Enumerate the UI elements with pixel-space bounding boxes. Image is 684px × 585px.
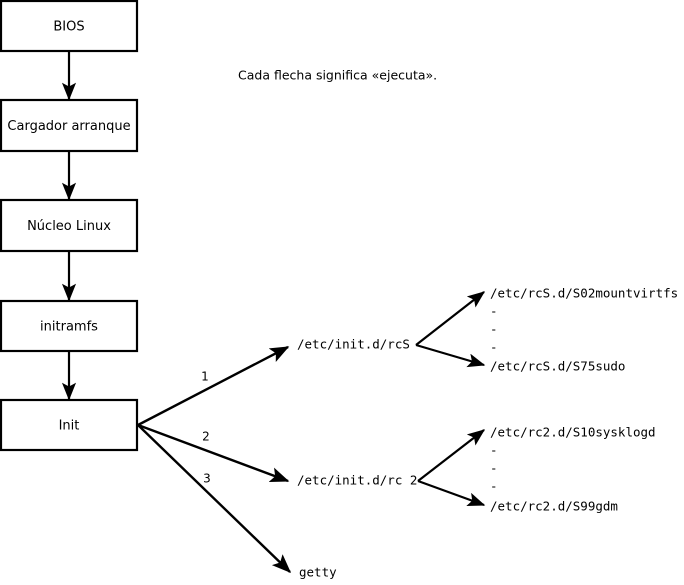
box-outline-kernel [0, 198, 139, 253]
script-entry-ellipsis-rcS-group-2: - [490, 340, 498, 355]
script-entry-ellipsis-rc2-group-1: - [490, 461, 498, 476]
process-box-initramfs[interactable]: initramfs [0, 299, 139, 353]
script-entry-first-rcS-group: /etc/rcS.d/S02mountvirtfs [490, 286, 678, 301]
process-box-bios[interactable]: BIOS [0, 0, 139, 53]
script-entry-last-rc2-group: /etc/rc2.d/S99gdm [490, 499, 618, 514]
script-entry-last-rcS-group: /etc/rcS.d/S75sudo [490, 359, 625, 374]
box-label-bootloader: Cargador arranque [7, 119, 130, 134]
box-label-initramfs: initramfs [40, 320, 98, 335]
process-box-init[interactable]: Init [0, 398, 139, 452]
script-label-getty-label: getty [299, 565, 337, 580]
init-branch-arrow-2 [137, 423, 290, 483]
fork-arrow-top-rcS-group [415, 291, 486, 346]
script-entry-ellipsis-rcS-group-0: - [490, 304, 498, 319]
script-entry-ellipsis-rc2-group-2: - [490, 479, 498, 494]
script-label-rcS-label: /etc/init.d/rcS [297, 337, 410, 352]
process-box-kernel[interactable]: Núcleo Linux [0, 198, 139, 253]
script-entry-ellipsis-rc2-group-0: - [490, 443, 498, 458]
fork-arrow-bottom-rcS-group [415, 343, 486, 368]
directory-group-rc2-group: /etc/rc2.d/S10sysklogd/etc/rc2.d/S99gdm -… [417, 425, 656, 514]
init-branch-arrow-1 [137, 345, 290, 427]
box-label-init: Init [59, 419, 80, 434]
process-box-bootloader[interactable]: Cargador arranque [0, 98, 139, 153]
script-directory-groups: /etc/rcS.d/S02mountvirtfs/etc/rcS.d/S75s… [415, 286, 678, 514]
script-label-rc2-label: /etc/init.d/rc 2 [297, 473, 417, 488]
directory-group-rcS-group: /etc/rcS.d/S02mountvirtfs/etc/rcS.d/S75s… [415, 286, 678, 374]
diagram-caption: Cada flecha significa «ejecuta». [238, 68, 437, 83]
fork-arrow-top-rc2-group [417, 429, 486, 482]
box-outline-init [0, 398, 139, 452]
script-entry-ellipsis-rcS-group-1: - [490, 322, 498, 337]
branch-order-number-1: 1 [201, 370, 209, 384]
box-outline-bios [0, 0, 139, 53]
fork-arrow-bottom-rc2-group [417, 479, 486, 507]
branch-order-number-2: 2 [202, 430, 210, 444]
box-label-kernel: Núcleo Linux [27, 219, 111, 234]
branch-order-number-3: 3 [203, 472, 211, 486]
init-branches-group: 1 2 3 [137, 345, 292, 574]
script-entry-first-rc2-group: /etc/rc2.d/S10sysklogd [490, 425, 656, 440]
mid-script-labels-group: /etc/init.d/rcS/etc/init.d/rc 2 getty [297, 337, 417, 580]
init-branch-arrow-3 [137, 424, 292, 574]
box-label-bios: BIOS [53, 20, 84, 35]
